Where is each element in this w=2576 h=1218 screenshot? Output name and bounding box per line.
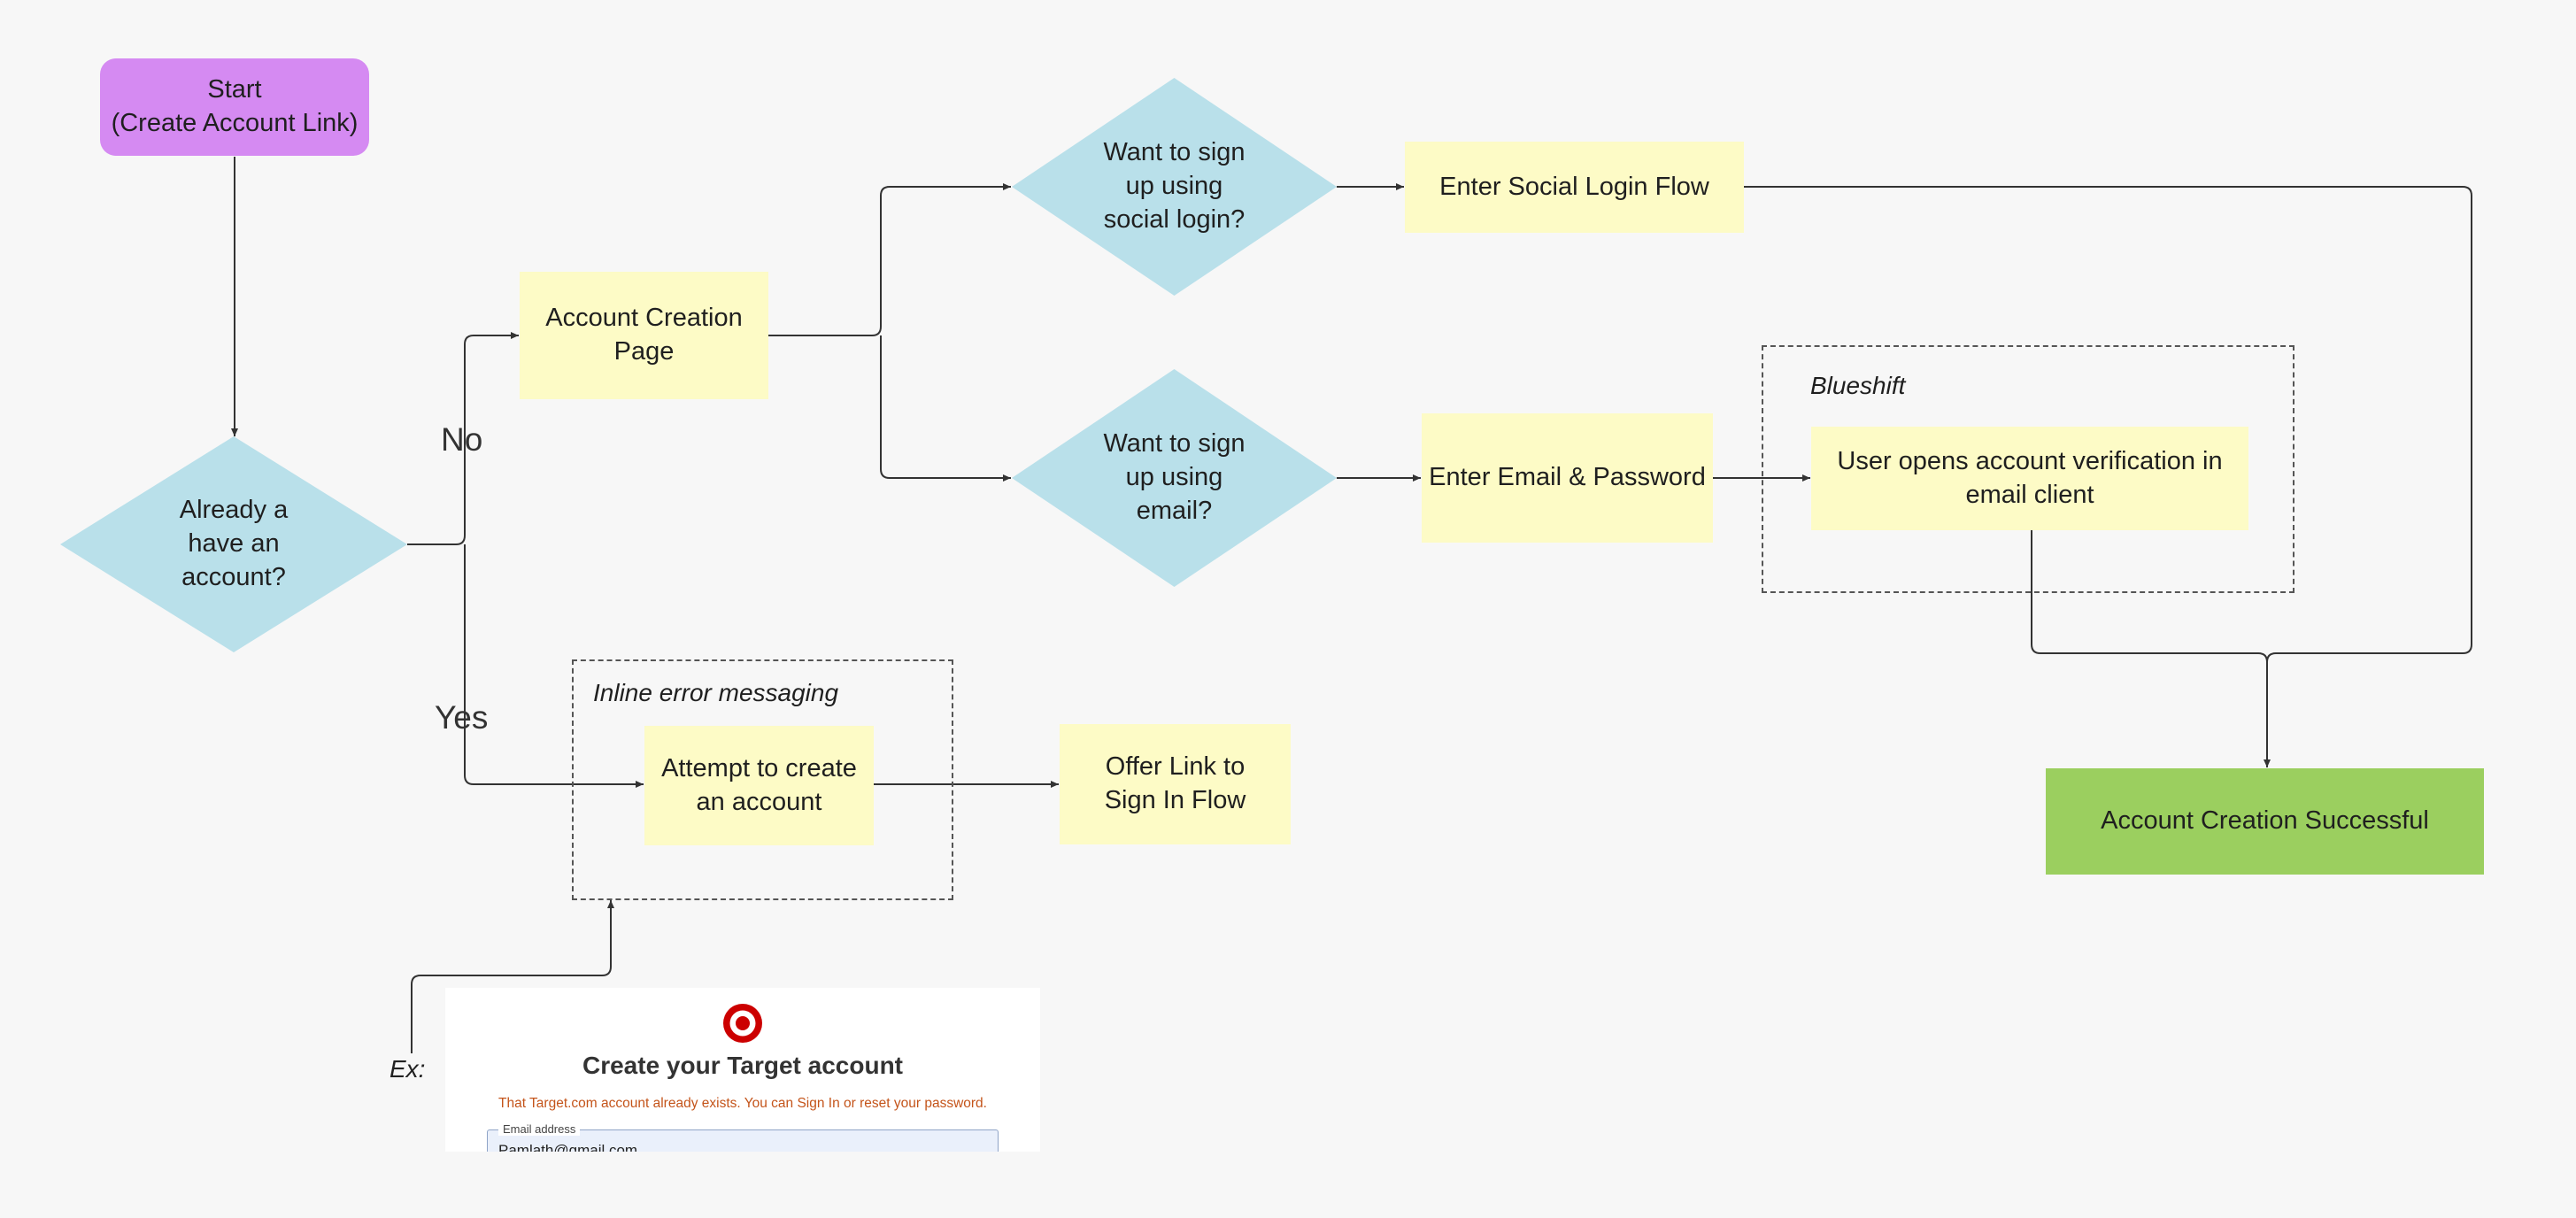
inline-error-group-label: Inline error messaging — [593, 679, 839, 706]
attempt-create-account-node: Attempt to create an account — [644, 726, 874, 845]
edge-yes-to-attempt — [464, 544, 644, 788]
decision-social-login — [1012, 78, 1337, 296]
target-example-screenshot: Create your Target account That Target.c… — [445, 988, 1040, 1152]
enter-social-login-flow-label: Enter Social Login Flow — [1439, 172, 1709, 201]
edge-label-yes: Yes — [435, 699, 489, 736]
decision-already-have-account-text: Already a have an account? — [131, 490, 336, 599]
edge-example-to-inline-group — [411, 900, 614, 1053]
edge-no-to-account-creation — [407, 332, 519, 545]
offer-link-sign-in-label: Offer Link to Sign In Flow — [1104, 752, 1246, 814]
decision-email — [1012, 369, 1337, 587]
start-node: Start (Create Account Link) — [100, 58, 369, 156]
decision-email-text: Want to sign up using email? — [1078, 424, 1270, 532]
decision-already-have-account-label: Already a have an account? — [179, 496, 289, 591]
account-creation-page-node: Account Creation Page — [520, 272, 768, 399]
decision-social-login-label: Want to sign up using social login? — [1103, 138, 1246, 234]
account-creation-page-label: Account Creation Page — [545, 304, 743, 366]
enter-email-password-node: Enter Email & Password — [1422, 413, 1713, 543]
edge-label-no: No — [441, 421, 483, 458]
start-node-label: Start (Create Account Link) — [111, 75, 359, 137]
decision-social-login-text: Want to sign up using social login? — [1078, 133, 1270, 241]
user-opens-verification-node: User opens account verification in email… — [1811, 427, 2248, 530]
attempt-create-account-label: Attempt to create an account — [661, 753, 857, 816]
account-creation-successful-node: Account Creation Successful — [2046, 768, 2484, 875]
edge-social-flow-to-success — [1744, 186, 2472, 767]
user-opens-verification-label: User opens account verification in email… — [1837, 446, 2223, 509]
example-label: Ex: — [389, 1055, 426, 1083]
target-error-message: That Target.com account already exists. … — [498, 1096, 987, 1111]
target-email-value: Pamlath@gmail.com — [498, 1142, 638, 1152]
decision-already-have-account — [60, 436, 407, 652]
edge-page-to-social — [768, 183, 1011, 336]
target-heading: Create your Target account — [582, 1052, 904, 1079]
edge-page-to-email — [880, 335, 1011, 482]
account-creation-successful-label: Account Creation Successful — [2101, 806, 2429, 836]
offer-link-sign-in-node: Offer Link to Sign In Flow — [1060, 724, 1291, 844]
enter-social-login-flow-node: Enter Social Login Flow — [1405, 142, 1744, 233]
decision-email-label: Want to sign up using email? — [1103, 429, 1246, 525]
target-email-label: Email address — [498, 1122, 581, 1136]
blueshift-group-label: Blueshift — [1810, 372, 1906, 399]
inline-error-group — [572, 659, 953, 900]
target-bullseye-icon — [723, 1004, 762, 1043]
blueshift-group — [1762, 345, 2294, 593]
enter-email-password-label: Enter Email & Password — [1429, 463, 1706, 492]
edge-verification-to-success — [2031, 530, 2268, 663]
